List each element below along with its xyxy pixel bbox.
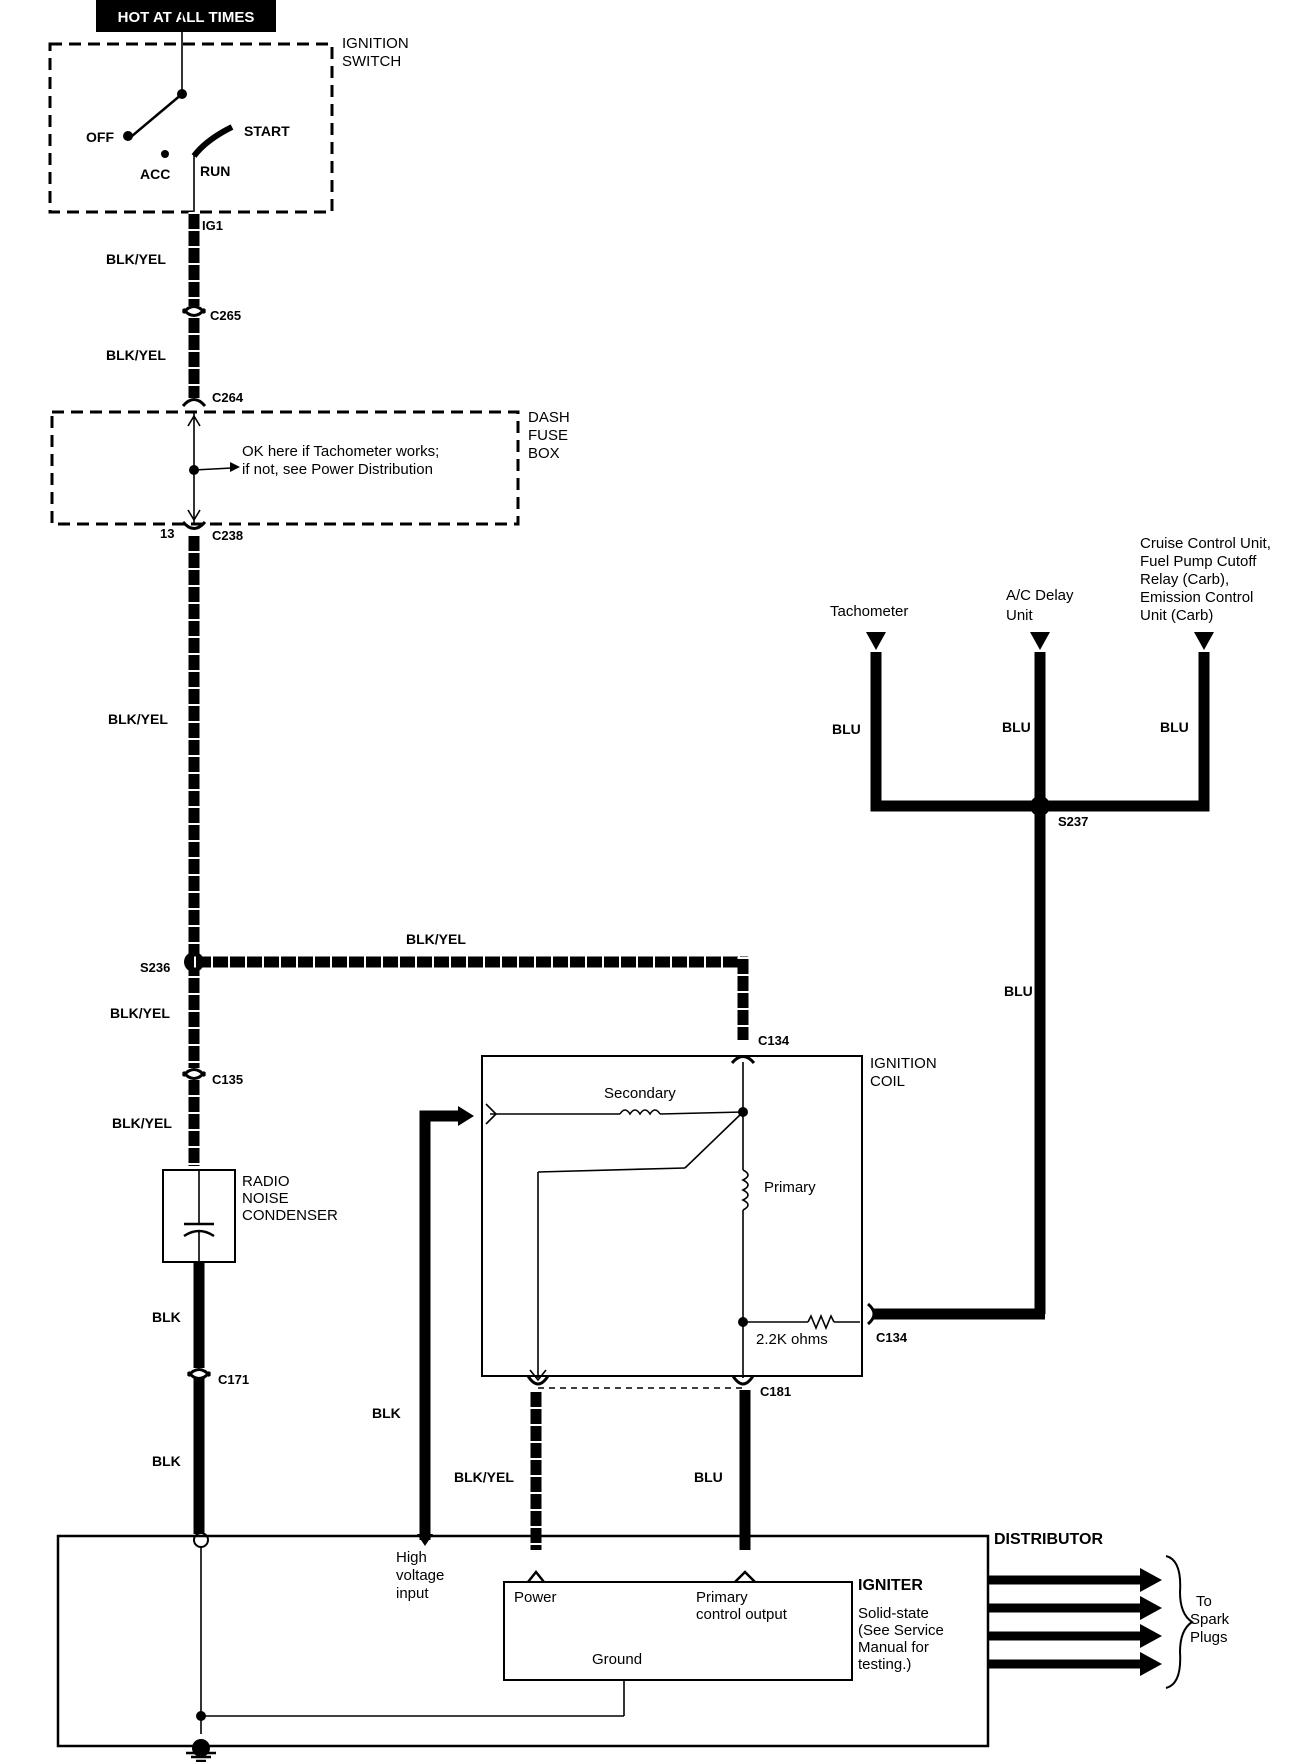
- hot-label: HOT AT ALL TIMES: [118, 9, 255, 26]
- cruise-label-5: Unit (Carb): [1140, 607, 1213, 624]
- hv-input-label-1: High: [396, 1549, 427, 1566]
- fuse-box-title-2: FUSE: [528, 427, 568, 444]
- wire-label: BLK/YEL: [108, 711, 168, 727]
- dash-fuse-box: OK here if Tachometer works; if not, see…: [50, 409, 570, 526]
- spark-label-2: Spark: [1190, 1611, 1230, 1628]
- switch-off-label: OFF: [86, 129, 114, 145]
- switch-start-label: START: [244, 123, 290, 139]
- ignition-switch-title-2: SWITCH: [342, 53, 401, 70]
- wire-label: BLU: [694, 1469, 723, 1485]
- igniter-note-1: Solid-state: [858, 1605, 929, 1622]
- splice-s237: S237: [1058, 814, 1088, 829]
- svg-text:C135: C135: [212, 1072, 243, 1087]
- wire-label: BLK: [152, 1453, 181, 1469]
- ignition-switch-title-1: IGNITION: [342, 35, 409, 52]
- wire-label: BLK: [372, 1405, 401, 1421]
- igniter-note-2: (See Service: [858, 1622, 944, 1639]
- ac-delay-label-2: Unit: [1006, 607, 1034, 624]
- fuse-box-note-2: if not, see Power Distribution: [242, 461, 433, 478]
- cruise-label-4: Emission Control: [1140, 589, 1253, 606]
- connector-c181: C181: [526, 1375, 791, 1399]
- wire-label: BLK/YEL: [406, 931, 466, 947]
- tachometer-label: Tachometer: [830, 603, 908, 620]
- wire-label: BLU: [1002, 719, 1031, 735]
- fuse-box-title-1: DASH: [528, 409, 570, 426]
- svg-text:C265: C265: [210, 308, 241, 323]
- ignition-coil: Secondary Primary 2.2K ohms IGNITION COI…: [481, 1055, 937, 1382]
- svg-text:S236: S236: [140, 960, 170, 975]
- coil-feed-wire: C134: [194, 956, 790, 1065]
- wire-label: BLK/YEL: [112, 1115, 172, 1131]
- wire-label: BLU: [832, 721, 861, 737]
- connector-c134-top: C134: [758, 1033, 790, 1048]
- secondary-winding-label: Secondary: [604, 1085, 676, 1102]
- spark-label-3: Plugs: [1190, 1629, 1228, 1646]
- ig1-terminal-label: IG1: [202, 218, 223, 233]
- output-branches: S237 C134: [866, 632, 1214, 1345]
- svg-text:C238: C238: [212, 528, 243, 543]
- spark-plug-outputs: To Spark Plugs: [988, 1555, 1230, 1689]
- cruise-label-3: Relay (Carb),: [1140, 571, 1229, 588]
- cruise-label-1: Cruise Control Unit,: [1140, 535, 1271, 552]
- condenser-label-3: CONDENSER: [242, 1207, 338, 1224]
- igniter: Power Primary control output Ground IGNI…: [503, 1569, 944, 1681]
- igniter-note-3: Manual for: [858, 1639, 929, 1656]
- ignition-switch: OFF START ACC RUN IGNITION SWITCH IG1: [48, 0, 409, 233]
- switch-run-label: RUN: [200, 163, 230, 179]
- connector-c171: C171: [218, 1372, 249, 1387]
- distributor-title: DISTRIBUTOR: [994, 1531, 1103, 1548]
- ground-feed-wire: C171: [186, 1262, 249, 1548]
- fuse-box-title-3: BOX: [528, 445, 560, 462]
- resistor-label: 2.2K ohms: [756, 1331, 828, 1348]
- svg-text:C264: C264: [212, 390, 244, 405]
- condenser-label-1: RADIO: [242, 1173, 290, 1190]
- ac-delay-label-1: A/C Delay: [1006, 587, 1074, 604]
- wire-label: BLU: [1004, 983, 1033, 999]
- condenser-label-2: NOISE: [242, 1190, 289, 1207]
- igniter-pco-label-2: control output: [696, 1606, 788, 1623]
- connector-c264: C264: [181, 390, 244, 408]
- c238-pin: 13: [160, 526, 174, 541]
- wire-label: BLK/YEL: [454, 1469, 514, 1485]
- wire-label: BLK/YEL: [110, 1005, 170, 1021]
- hv-input-label-3: input: [396, 1585, 429, 1602]
- igniter-power-label: Power: [514, 1589, 557, 1606]
- wire-label: BLK: [152, 1309, 181, 1325]
- igniter-pco-label-1: Primary: [696, 1589, 748, 1606]
- wire-label: BLU: [1160, 719, 1189, 735]
- fuse-box-note-1: OK here if Tachometer works;: [242, 443, 439, 460]
- connector-c134-side: C134: [876, 1330, 908, 1345]
- switch-acc-label: ACC: [140, 166, 170, 182]
- connector-c135: C135: [181, 1068, 243, 1087]
- connector-c238: C238 13: [160, 520, 243, 543]
- hv-input-label-2: voltage: [396, 1567, 444, 1584]
- wire-color-labels: BLK/YEL BLK/YEL BLK/YEL BLK/YEL BLK/YEL …: [106, 251, 1189, 1485]
- radio-noise-condenser: RADIO NOISE CONDENSER: [162, 1169, 338, 1263]
- spark-label-1: To: [1196, 1593, 1212, 1610]
- distributor: DISTRIBUTOR High voltage input: [56, 1531, 1103, 1762]
- connector-c265: C265: [181, 305, 241, 323]
- primary-winding-label: Primary: [764, 1179, 816, 1196]
- igniter-note-4: testing.): [858, 1656, 911, 1673]
- wire-label: BLK/YEL: [106, 347, 166, 363]
- svg-text:C181: C181: [760, 1384, 791, 1399]
- cruise-label-2: Fuel Pump Cutoff: [1140, 553, 1257, 570]
- ignition-coil-title-1: IGNITION: [870, 1055, 937, 1072]
- wire-label: BLK/YEL: [106, 251, 166, 267]
- ignition-coil-title-2: COIL: [870, 1073, 905, 1090]
- igniter-title: IGNITER: [858, 1577, 923, 1594]
- hot-at-all-times-header: HOT AT ALL TIMES: [96, 0, 276, 32]
- igniter-ground-label: Ground: [592, 1651, 642, 1668]
